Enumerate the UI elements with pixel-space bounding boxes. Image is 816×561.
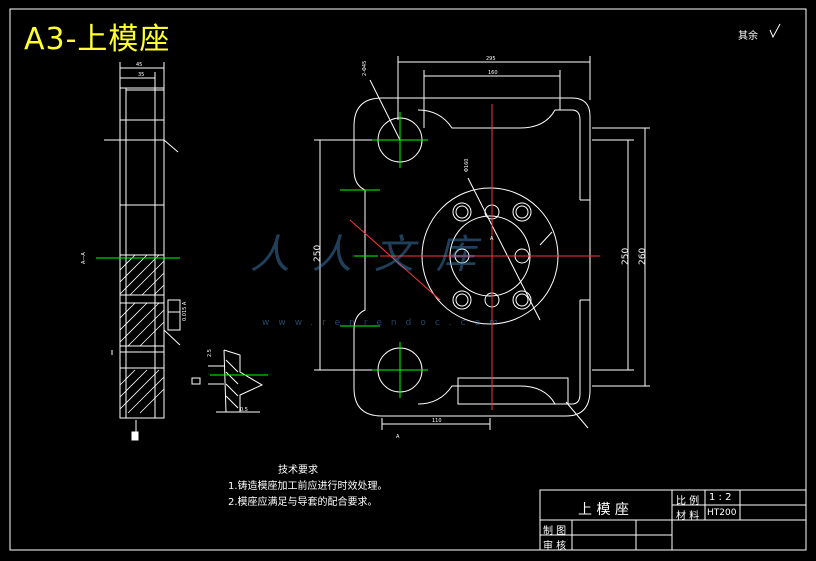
- section-mark-bottom: A: [396, 434, 400, 440]
- plan-view-greenlines: [340, 112, 428, 398]
- dim-45-text: 45: [136, 62, 142, 68]
- dim-250-right-text: 250: [621, 248, 631, 265]
- dim-25-text: 2.5: [207, 349, 213, 357]
- dim-110-text: 110: [432, 418, 442, 424]
- dim-260-text: 260: [638, 248, 648, 265]
- section-mark-top: A: [490, 236, 494, 242]
- material-label: 材 料: [676, 511, 700, 522]
- drawing-title: A3-上模座: [24, 22, 171, 57]
- detail-view: [191, 349, 264, 413]
- drawn-label: 制 图: [543, 526, 567, 537]
- tech-requirements-heading: 技术要求: [278, 465, 318, 476]
- dim-295-text: 295: [486, 56, 496, 62]
- sheet-border: [9, 8, 807, 551]
- dim-05-text: 0.5: [240, 407, 248, 413]
- tech-requirements: 技术要求 1.铸造模座加工前应进行时效处理。 2.模座应满足与导套的配合要求。: [228, 463, 388, 511]
- surface-note: 其余: [738, 31, 758, 42]
- title-block: [539, 489, 807, 551]
- section-label-aa: A—A: [81, 252, 87, 264]
- checked-label: 审 核: [543, 541, 567, 552]
- tech-requirement-line-2: 2.模座应满足与导套的配合要求。: [228, 497, 378, 508]
- watermark-url: www.renrendoc.com: [262, 318, 507, 328]
- dim-160-text: 160: [488, 70, 498, 76]
- dim-250-left-text: 250: [313, 245, 323, 262]
- dim-2phi45-text: 2-Φ45: [362, 61, 368, 76]
- dim-phi160-text: Φ160: [464, 159, 470, 172]
- scale-value: 1 : 2: [709, 492, 732, 503]
- scale-label: 比 例: [676, 496, 700, 507]
- dim-35-text: 35: [138, 72, 144, 78]
- roughness-symbol-icon: [769, 23, 781, 39]
- section-view-aa: [104, 62, 181, 441]
- tech-requirement-line-1: 1.铸造模座加工前应进行时效处理。: [228, 481, 388, 492]
- plan-view-centerlines: [349, 104, 600, 410]
- tolerance-label: 0.015 A: [182, 301, 188, 321]
- material-value: HT200: [707, 508, 737, 518]
- part-name: 上 模 座: [578, 502, 629, 518]
- watermark-text: 人人文库: [250, 232, 498, 278]
